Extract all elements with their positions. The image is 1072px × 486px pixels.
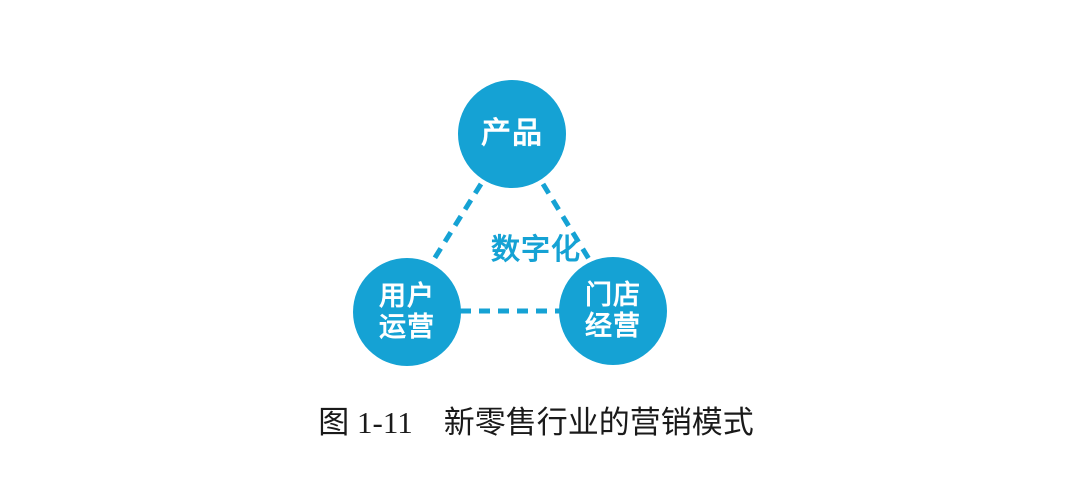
connector-layer <box>428 182 595 314</box>
node-user-operations[interactable]: 用户 运营 <box>353 258 461 366</box>
node-store-operations-label-line2: 经营 <box>585 311 641 341</box>
node-store-operations-label-line1: 门店 <box>585 280 641 310</box>
node-user-operations-label-line2: 运营 <box>379 312 435 342</box>
node-user-operations-label-line1: 用户 <box>379 281 435 311</box>
node-product-label: 产品 <box>481 117 543 150</box>
connector-product-to-store-operations <box>540 182 595 266</box>
diagram-center-label: 数字化 <box>490 234 581 266</box>
node-store-operations[interactable]: 门店 经营 <box>559 257 667 365</box>
relationship-diagram: 产品 用户 运营 门店 经营 数字化 <box>353 80 667 366</box>
node-product[interactable]: 产品 <box>458 80 566 188</box>
figure-caption: 图 1-11 新零售行业的营销模式 <box>318 405 754 440</box>
connector-product-to-user-operations <box>428 182 484 266</box>
